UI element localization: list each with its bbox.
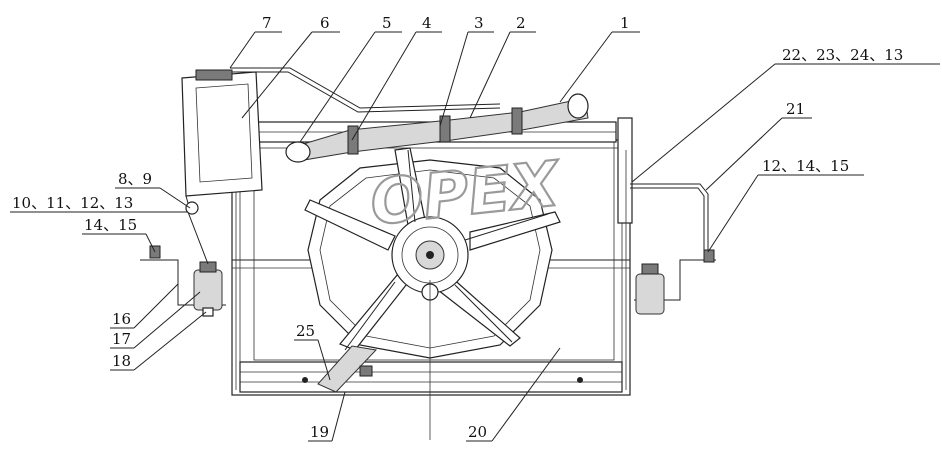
upper-hose xyxy=(285,93,589,163)
lower-hose xyxy=(317,345,378,393)
callout-18: 18 xyxy=(112,352,131,370)
right-mount xyxy=(634,249,716,315)
fan xyxy=(304,147,561,440)
callout-16: 16 xyxy=(112,310,131,328)
leader-lines xyxy=(10,31,940,442)
callout-6: 6 xyxy=(320,14,330,32)
callout-25: 25 xyxy=(296,322,315,340)
callout-2: 2 xyxy=(516,14,526,32)
callout-7: 7 xyxy=(262,14,272,32)
callout-1: 1 xyxy=(620,14,630,32)
callout-20: 20 xyxy=(468,423,487,441)
callout-14-15: 14、15 xyxy=(84,216,137,234)
callout-22-23-24-13: 22、23、24、13 xyxy=(782,46,903,64)
expansion-tank xyxy=(181,69,263,215)
overflow-pipe xyxy=(230,67,501,113)
callout-21: 21 xyxy=(786,100,805,118)
callout-3: 3 xyxy=(474,14,484,32)
callout-8-9: 8、9 xyxy=(118,170,152,188)
left-mount xyxy=(140,245,226,317)
callout-19: 19 xyxy=(310,423,329,441)
callout-12-14-15: 12、14、15 xyxy=(762,157,849,175)
callout-4: 4 xyxy=(422,14,432,32)
callout-5: 5 xyxy=(382,14,392,32)
callout-17: 17 xyxy=(112,330,131,348)
callout-10-11-12-13: 10、11、12、13 xyxy=(12,194,133,212)
cooler-line xyxy=(630,183,709,250)
callouts: 7 6 5 4 3 2 1 22、23、24、13 21 12、14、15 8、… xyxy=(12,14,903,441)
